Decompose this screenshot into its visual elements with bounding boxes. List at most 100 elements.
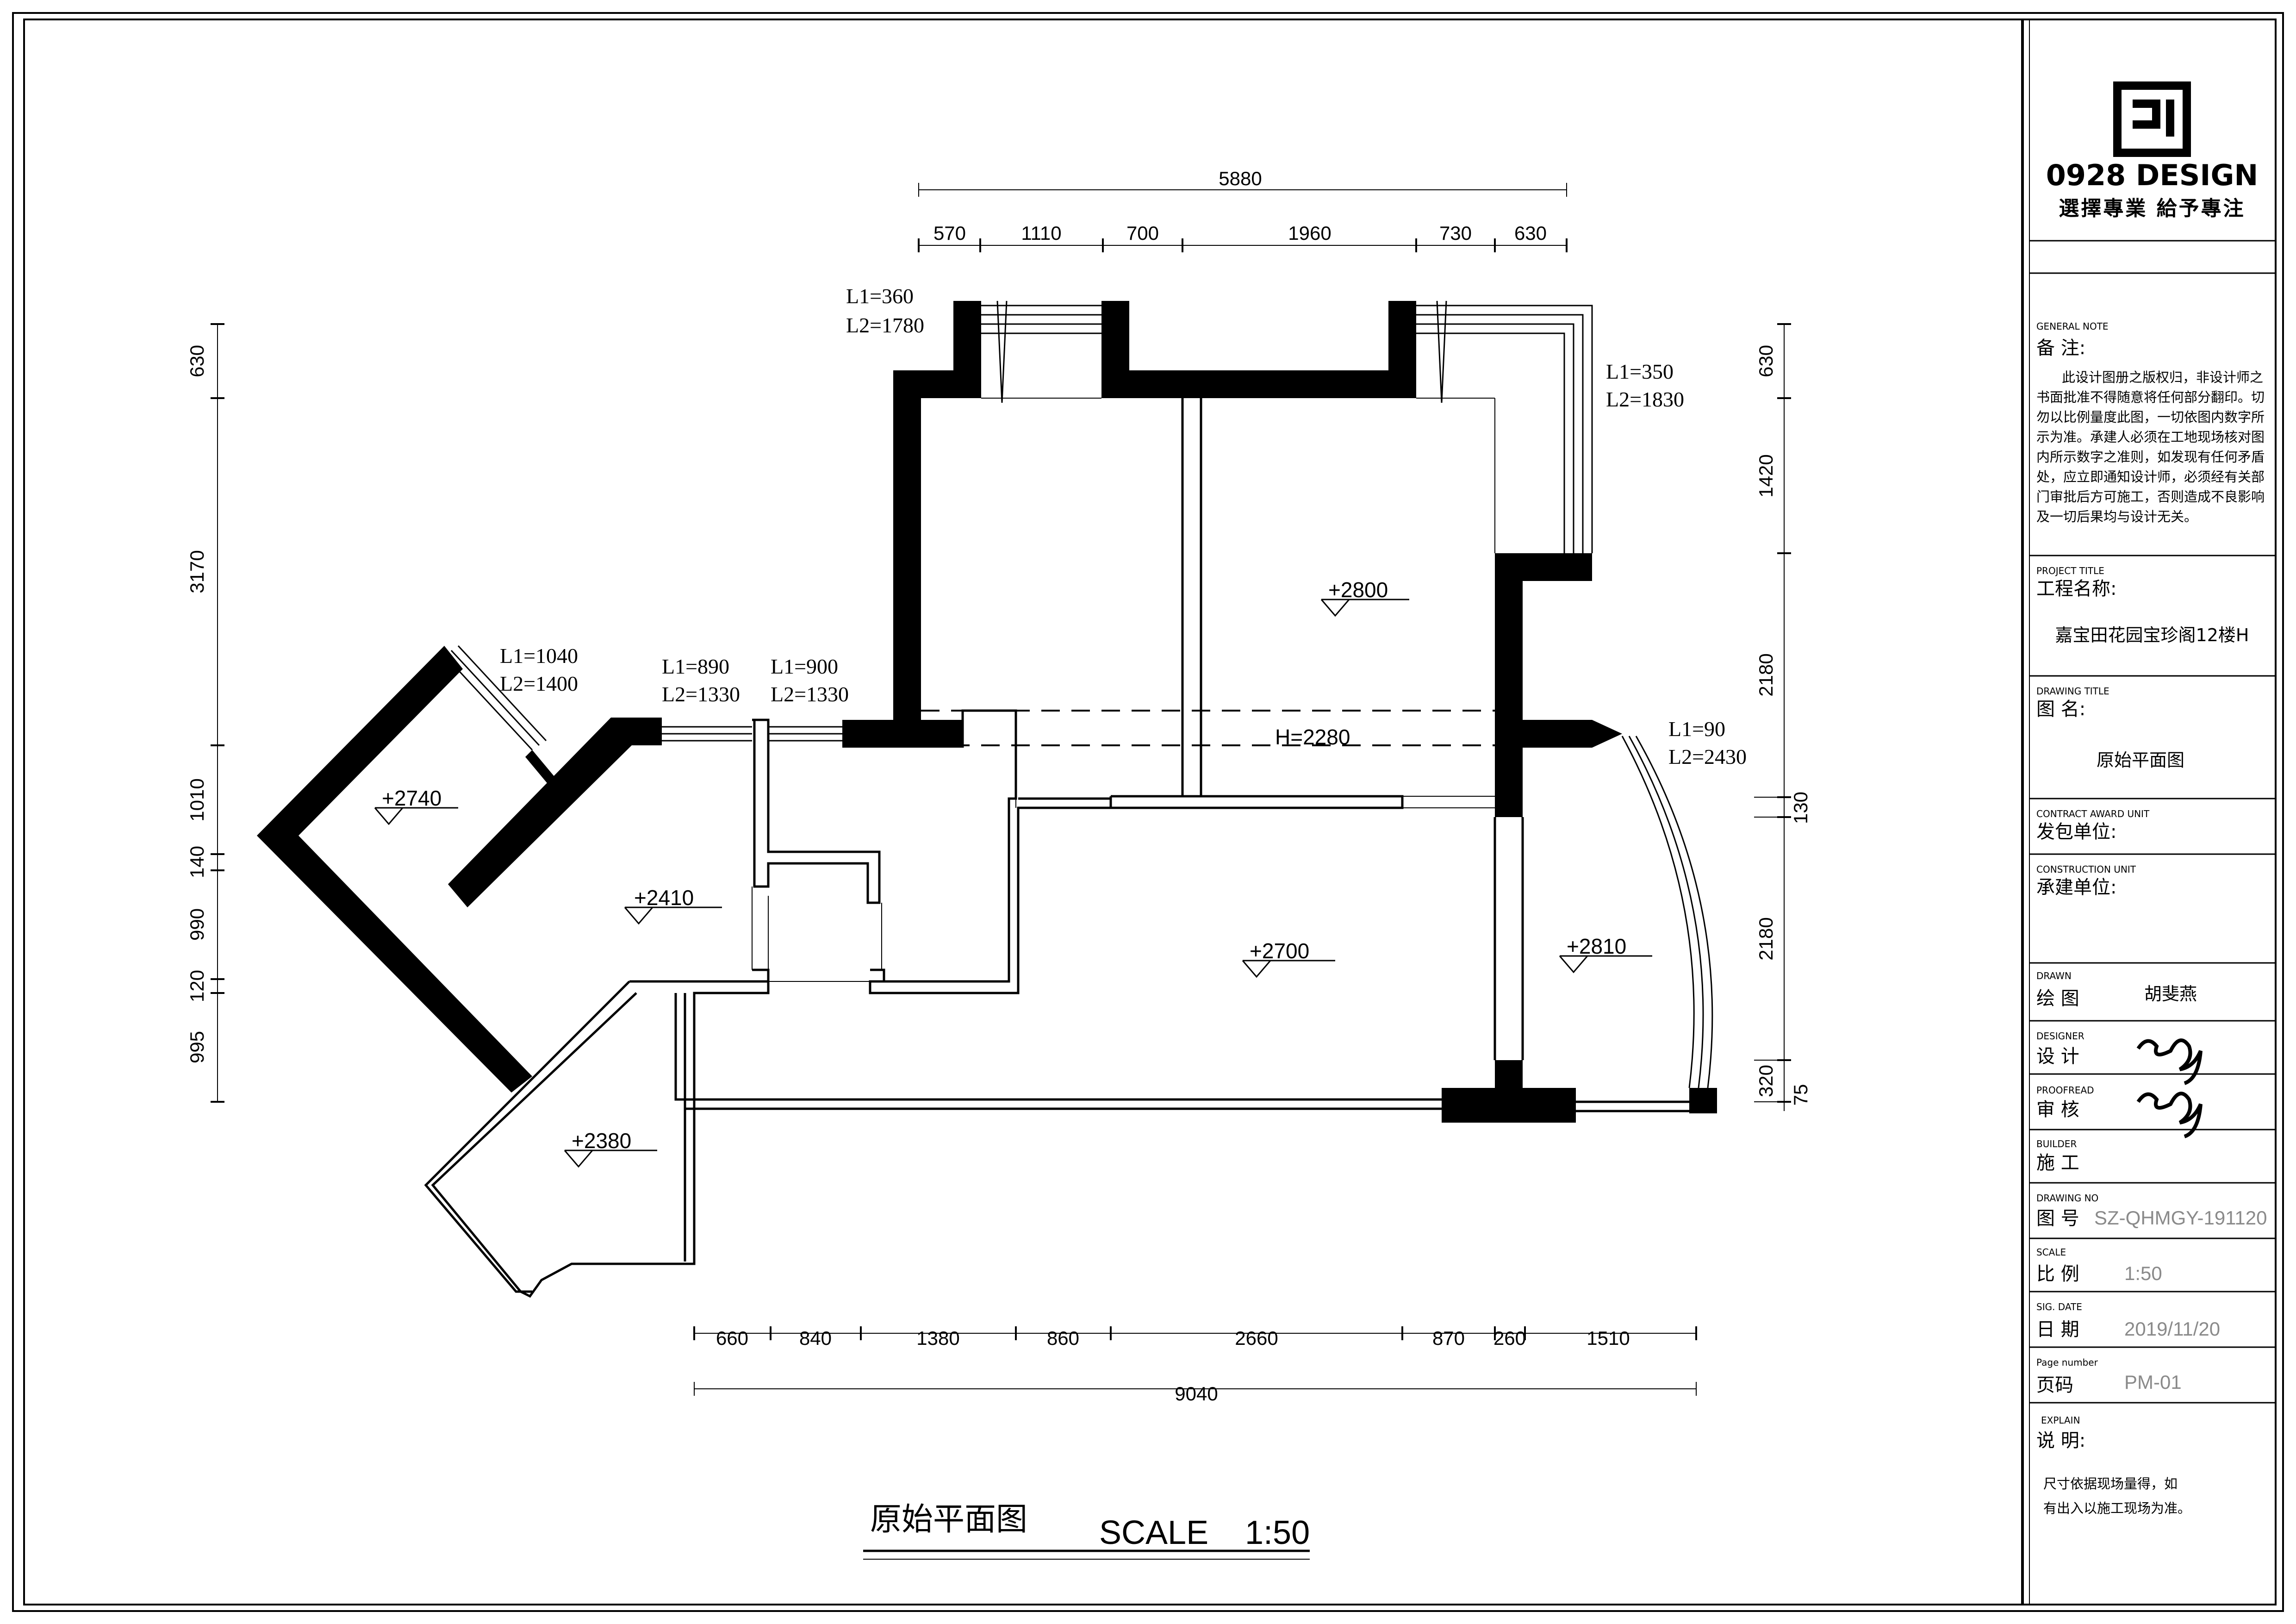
date-en: SIG. DATE [2036,1301,2082,1312]
window-note: L1=900 [771,655,838,678]
window-note: L1=350 [1606,360,1674,383]
builder-en: BUILDER [2036,1138,2077,1149]
bottom-dimension: 1510 [1587,1327,1630,1349]
drawing-title-en: DRAWING TITLE [2036,686,2109,697]
top-dimension: 700 [1126,222,1159,244]
window-note: L1=90 [1668,717,1725,741]
general-note-cn: 备 注: [2036,337,2085,359]
right-dimension: 2180 [1755,653,1777,696]
sheet-outer-border [12,12,2284,1612]
explain-cn: 说 明: [2036,1430,2085,1451]
bottom-dimension: 2660 [1235,1327,1278,1349]
left-dimension: 3170 [186,550,208,593]
right-dimension: 1420 [1755,454,1777,497]
logo-mark [2113,81,2191,157]
top-dimension: 1110 [1021,222,1061,244]
project-title-en: PROJECT TITLE [2036,565,2104,576]
explain-en: EXPLAIN [2041,1415,2080,1426]
partition-walls [424,398,1689,1298]
window-note: L1=890 [662,655,729,678]
level-markers [374,599,1652,1168]
top-dimension: 730 [1439,222,1472,244]
left-dimension: 995 [186,1031,208,1063]
window-note: L2=1830 [1606,387,1684,411]
logo-slogan: 選擇專業 給予專注 [2059,197,2245,220]
designer-signature [2136,1038,2203,1085]
project-title-cn: 工程名称: [2036,578,2116,600]
window-annotations: L1=360 L2=1780 L1=350 L2=1830 L1=1040 L2… [500,284,1747,768]
level-labels: +2800 +2740 +2410 +2700 +2810 +2380 [382,578,1626,1153]
level-label: +2410 [634,886,694,910]
general-note-en: GENERAL NOTE [2036,321,2109,332]
top-dimension: 570 [933,222,966,244]
beam-height-label: H=2280 [1275,725,1350,749]
general-note-line: 内所示数字之准则，如发现有任何矛盾 [2036,449,2265,465]
explain-line: 尺寸依据现场量得，如 [2043,1476,2178,1492]
plan-caption-title: 原始平面图 [870,1501,1027,1538]
proofread-signature [2136,1092,2203,1138]
windows [443,300,1713,1088]
general-note-line: 门审批后方可施工，否则造成不良影响 [2036,489,2265,505]
right-dimension: 75 [1790,1084,1811,1106]
right-dimension: 2180 [1755,917,1777,960]
explain-line: 有出入以施工现场为准。 [2043,1500,2191,1516]
drawn-en: DRAWN [2036,970,2072,981]
drawing-no-en: DRAWING NO [2036,1193,2098,1204]
contract-en: CONTRACT AWARD UNIT [2036,808,2150,819]
scale-cn: 比 例 [2036,1263,2079,1285]
window-note: L2=1330 [662,682,740,706]
dimension-ticks [211,238,1791,1340]
structural-walls [257,301,1717,1123]
drawing-title-value: 原始平面图 [2097,750,2184,770]
general-note-line: 此设计图册之版权归，非设计师之 [2062,369,2263,385]
window-note: L1=360 [846,284,914,308]
date-value: 2019/11/20 [2124,1318,2220,1340]
title-block-grid [2029,240,2276,1404]
drawing-title-cn: 图 名: [2036,699,2085,720]
left-dimension: 630 [186,345,208,377]
general-note-line: 书面批准不得随意将任何部分翻印。切 [2036,389,2265,405]
right-dimension: 130 [1790,792,1811,824]
designer-en: DESIGNER [2036,1031,2084,1042]
dimension-labels: 5880 570 1110 700 1960 730 630 660 840 1… [186,168,1811,1405]
general-note-line: 及一切后果均与设计无关。 [2036,509,2197,525]
left-dimension: 1010 [186,778,208,821]
construction-cn: 承建单位: [2036,877,2116,898]
page-cn: 页码 [2036,1374,2073,1396]
page-value: PM-01 [2124,1371,2182,1393]
top-overall-dimension: 5880 [1219,168,1262,189]
window-note: L2=1780 [846,313,924,337]
bottom-dimension: 860 [1047,1327,1079,1349]
level-label: +2700 [1250,939,1309,963]
logo-brand: 0928 DESIGN [2046,158,2258,192]
beam-lines [921,710,1495,746]
level-label: +2800 [1328,578,1388,602]
construction-en: CONSTRUCTION UNIT [2036,864,2136,875]
builder-cn: 施 工 [2036,1152,2079,1174]
level-label: +2810 [1567,934,1626,958]
top-dimension: 1960 [1288,222,1331,244]
bottom-dimension: 870 [1432,1327,1465,1349]
general-note-line: 示为准。承建人必须在工地现场核对图 [2036,429,2265,445]
general-note-line: 处，应立即通知设计师，必须经有关部 [2036,469,2265,485]
left-dimension: 120 [186,970,208,1002]
plan-caption-scale-value: 1:50 [1245,1514,1310,1551]
proofread-cn: 审 核 [2036,1099,2079,1120]
bottom-dimension: 1380 [916,1327,959,1349]
floor-plan: 5880 570 1110 700 1960 730 630 660 840 1… [186,168,1811,1560]
scale-en: SCALE [2036,1247,2066,1258]
page-en: Page number [2036,1357,2098,1368]
contract-cn: 发包单位: [2036,821,2116,843]
top-dimension: 630 [1514,222,1547,244]
bottom-dimension: 840 [799,1327,832,1349]
level-label: +2740 [382,786,442,810]
window-note: L1=1040 [500,644,578,668]
bottom-dimension: 260 [1493,1327,1526,1349]
sheet-inner-border [23,19,2277,1605]
scale-value: 1:50 [2124,1262,2162,1284]
window-note: L2=1400 [500,672,578,695]
level-label: +2380 [572,1129,631,1153]
window-note: L2=1330 [771,682,849,706]
proofread-en: PROOFREAD [2036,1085,2094,1096]
